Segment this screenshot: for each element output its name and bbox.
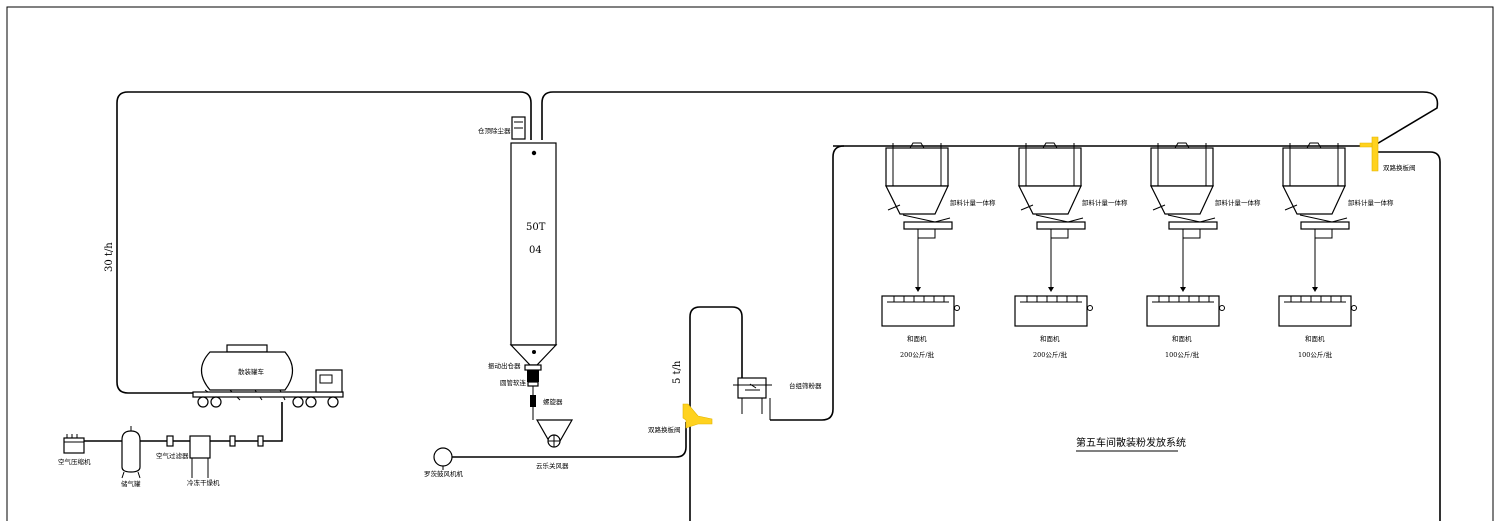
label-silo-capacity: 50T xyxy=(526,222,546,233)
label-flow-30: 30 t/h xyxy=(104,242,115,272)
drawing-frame xyxy=(6,6,1494,521)
label-dryer: 冷冻干燥机 xyxy=(187,478,220,487)
label-round-valve: 圆管软连 xyxy=(500,378,527,387)
label-diverter-left: 双路换板阀 xyxy=(648,425,681,434)
pipe-compressor-line xyxy=(84,402,283,442)
label-tanker: 散装罐车 xyxy=(238,367,265,376)
label-mixer-capacity-4: 100公斤/批 xyxy=(1298,350,1333,359)
pipe-5th-loop xyxy=(689,306,743,419)
label-feeder: 螺旋器 xyxy=(543,397,563,406)
label-mixer-1: 和面机 xyxy=(907,334,927,343)
label-scale-4: 卸料计量一体称 xyxy=(1348,198,1394,207)
weighing-unit-4 xyxy=(1278,142,1357,327)
label-flow-5: 5 t/h xyxy=(672,360,683,384)
air-compressor xyxy=(63,434,85,454)
label-mixer-2: 和面机 xyxy=(1040,334,1060,343)
label-mixer-capacity-1: 200公斤/批 xyxy=(900,350,935,359)
silo xyxy=(509,116,574,448)
pipe-branch-down xyxy=(1375,151,1441,521)
roots-blower xyxy=(433,447,453,470)
weighing-unit-2 xyxy=(1014,142,1093,327)
label-roots-blower: 罗茨鼓风机机 xyxy=(424,469,464,478)
pipe-roots-line xyxy=(452,422,687,458)
pipe-screen-to-branch xyxy=(770,145,845,421)
label-compressor: 空气压缩机 xyxy=(58,457,91,466)
label-silo-dust: 仓顶除尘器 xyxy=(478,126,511,135)
label-mixer-3: 和面机 xyxy=(1172,334,1192,343)
pipe-fitting-1 xyxy=(229,435,236,447)
label-mixer-4: 和面机 xyxy=(1305,334,1325,343)
air-filter xyxy=(166,435,174,447)
diverter-valve-left xyxy=(682,403,713,429)
label-scale-1: 卸料计量一体称 xyxy=(950,198,996,207)
label-mixer-capacity-2: 200公斤/批 xyxy=(1033,350,1068,359)
freeze-dryer xyxy=(189,435,211,478)
label-air-tank: 储气罐 xyxy=(121,479,141,488)
label-silo-number: 04 xyxy=(529,245,542,256)
air-tank xyxy=(121,426,141,479)
label-rotary-valve: 云乐关风器 xyxy=(536,461,569,470)
label-sifter: 台组筛粉器 xyxy=(789,381,822,390)
weighing-unit-3 xyxy=(1146,142,1225,327)
weighing-unit-1 xyxy=(881,142,960,327)
label-air-filter: 空气过滤器 xyxy=(156,451,189,460)
pipe-tanker-to-silo xyxy=(116,91,532,394)
label-scale-3: 卸料计量一体称 xyxy=(1215,198,1261,207)
sifter xyxy=(733,377,772,420)
label-silo-vibrator: 振动出仓器 xyxy=(488,361,521,370)
label-diverter-right: 双路换板阀 xyxy=(1383,163,1416,172)
diverter-valve-right xyxy=(1359,136,1379,172)
pipe-fitting-2 xyxy=(257,435,264,447)
label-mixer-capacity-3: 100公斤/批 xyxy=(1165,350,1200,359)
pipe-silo-to-diverter xyxy=(541,91,1439,146)
label-scale-2: 卸料计量一体称 xyxy=(1082,198,1128,207)
tanker-truck xyxy=(192,344,344,408)
system-title: 第五车间散装粉发放系统 xyxy=(1076,436,1186,449)
